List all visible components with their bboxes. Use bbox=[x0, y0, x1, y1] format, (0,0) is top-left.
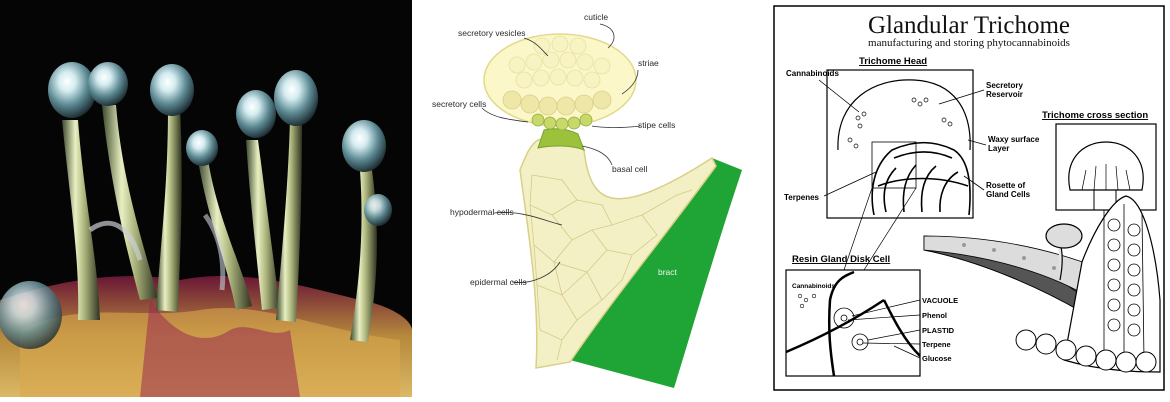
trichome-head-box bbox=[827, 70, 973, 218]
label-secretory-reservoir-1: Secretory bbox=[986, 81, 1023, 90]
label-plastid: PLASTID bbox=[922, 326, 955, 335]
label-glucose: Glucose bbox=[922, 354, 952, 363]
label-phenol: Phenol bbox=[922, 311, 947, 320]
label-waxy-surface-1: Waxy surface bbox=[988, 135, 1040, 144]
label-secretory-cells: secretory cells bbox=[432, 99, 486, 109]
glandular-trichome-svg: Glandular Trichome manufacturing and sto… bbox=[764, 0, 1170, 397]
label-cannabinoids: Cannabinoids bbox=[786, 69, 839, 78]
trichome-macro-photo bbox=[0, 0, 412, 397]
label-epidermal-cells: epidermal cells bbox=[470, 277, 527, 287]
label-secretory-vesicles: secretory vesicles bbox=[458, 28, 526, 38]
trichome-anatomy-svg: cuticle secretory vesicles striae secret… bbox=[412, 0, 764, 397]
label-disk-cannabinoids: Cannabinoids bbox=[792, 283, 835, 290]
figure-subtitle: manufacturing and storing phytocannabino… bbox=[868, 37, 1070, 49]
label-hypodermal-cells: hypodermal cells bbox=[450, 207, 514, 217]
figure-title: Glandular Trichome bbox=[868, 12, 1070, 39]
heading-resin-gland-disk: Resin Gland Disk Cell bbox=[792, 254, 890, 265]
label-terpenes: Terpenes bbox=[784, 193, 820, 202]
label-rosette-1: Rosette of bbox=[986, 181, 1025, 190]
label-striae: striae bbox=[638, 58, 659, 68]
trichome-photo-panel bbox=[0, 0, 412, 397]
heading-trichome-head: Trichome Head bbox=[859, 56, 927, 67]
label-rosette-2: Gland Cells bbox=[986, 190, 1031, 199]
heading-cross-section: Trichome cross section bbox=[1042, 110, 1148, 121]
label-basal-cell: basal cell bbox=[612, 164, 648, 174]
label-terpene: Terpene bbox=[922, 340, 951, 349]
label-vacuole: VACUOLE bbox=[922, 296, 958, 305]
label-secretory-reservoir-2: Reservoir bbox=[986, 90, 1023, 99]
label-waxy-surface-2: Layer bbox=[988, 144, 1009, 153]
trichome-anatomy-diagram: cuticle secretory vesicles striae secret… bbox=[412, 0, 764, 397]
label-stipe-cells: stipe cells bbox=[638, 120, 675, 130]
glandular-trichome-illustration: Glandular Trichome manufacturing and sto… bbox=[764, 0, 1170, 397]
label-cuticle: cuticle bbox=[584, 12, 608, 22]
label-bract: bract bbox=[658, 267, 678, 277]
